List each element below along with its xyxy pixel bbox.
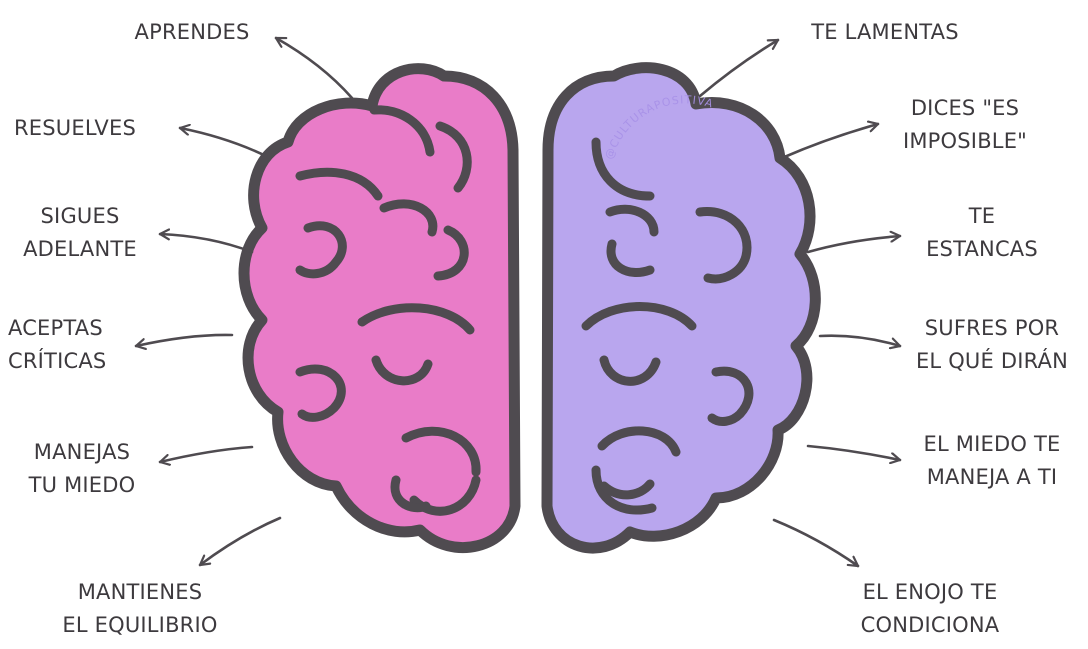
label-resuelves: RESUELVES: [14, 112, 184, 145]
arrow-dices-imposible: [782, 124, 878, 158]
label-mantienes-equilibrio: MANTIENES EL EQUILIBRIO: [40, 576, 240, 642]
arrow-aprendes: [276, 38, 352, 98]
label-sigues-adelante: SIGUES ADELANTE: [6, 200, 154, 266]
left-brain-hemisphere: [244, 69, 515, 548]
label-te-lamentas: TE LAMENTAS: [790, 16, 980, 49]
label-line: ADELANTE: [6, 233, 154, 266]
label-line: TU MIEDO: [8, 469, 156, 502]
label-te-estancas: TE ESTANCAS: [908, 200, 1056, 266]
label-manejas-tu-miedo: MANEJAS TU MIEDO: [8, 436, 156, 502]
arrow-te-estancas: [808, 236, 900, 252]
label-line: EL QUÉ DIRÁN: [900, 345, 1084, 378]
right-brain-hemisphere: @CULTURAPOSITIVA: [547, 68, 815, 548]
label-el-miedo: EL MIEDO TE MANEJA A TI: [902, 428, 1082, 494]
arrow-sufres-por: [820, 336, 900, 346]
right-brain-shape: [547, 68, 815, 548]
label-line: RESUELVES: [14, 112, 184, 145]
arrow-mantienes-equilibrio: [200, 518, 280, 565]
label-line: CONDICIONA: [832, 609, 1028, 642]
label-line: EL ENOJO TE: [832, 576, 1028, 609]
label-line: EL EQUILIBRIO: [40, 609, 240, 642]
label-line: MANEJA A TI: [902, 461, 1082, 494]
label-line: SUFRES POR: [900, 312, 1084, 345]
label-aceptas-criticas: ACEPTAS CRÍTICAS: [8, 312, 138, 378]
label-line: TE LAMENTAS: [790, 16, 980, 49]
arrow-te-lamentas: [700, 40, 778, 96]
label-aprendes: APRENDES: [108, 16, 276, 49]
arrow-el-enojo: [774, 520, 858, 566]
label-line: ESTANCAS: [908, 233, 1056, 266]
arrow-sigues-adelante: [160, 234, 252, 252]
label-dices-imposible: DICES "ES IMPOSIBLE": [880, 92, 1050, 158]
arrow-aceptas-criticas: [136, 335, 232, 346]
label-el-enojo: EL ENOJO TE CONDICIONA: [832, 576, 1028, 642]
label-line: IMPOSIBLE": [880, 125, 1050, 158]
label-line: MANEJAS: [8, 436, 156, 469]
label-line: EL MIEDO TE: [902, 428, 1082, 461]
arrow-resuelves: [180, 128, 270, 158]
label-line: DICES "ES: [880, 92, 1050, 125]
label-line: APRENDES: [108, 16, 276, 49]
label-line: SIGUES: [6, 200, 154, 233]
arrow-manejas-tu-miedo: [160, 447, 252, 462]
arrow-el-miedo: [808, 446, 900, 460]
label-line: ACEPTAS: [8, 312, 138, 345]
label-sufres-por: SUFRES POR EL QUÉ DIRÁN: [900, 312, 1084, 378]
label-line: MANTIENES: [40, 576, 240, 609]
label-line: TE: [908, 200, 1056, 233]
label-line: CRÍTICAS: [8, 345, 138, 378]
